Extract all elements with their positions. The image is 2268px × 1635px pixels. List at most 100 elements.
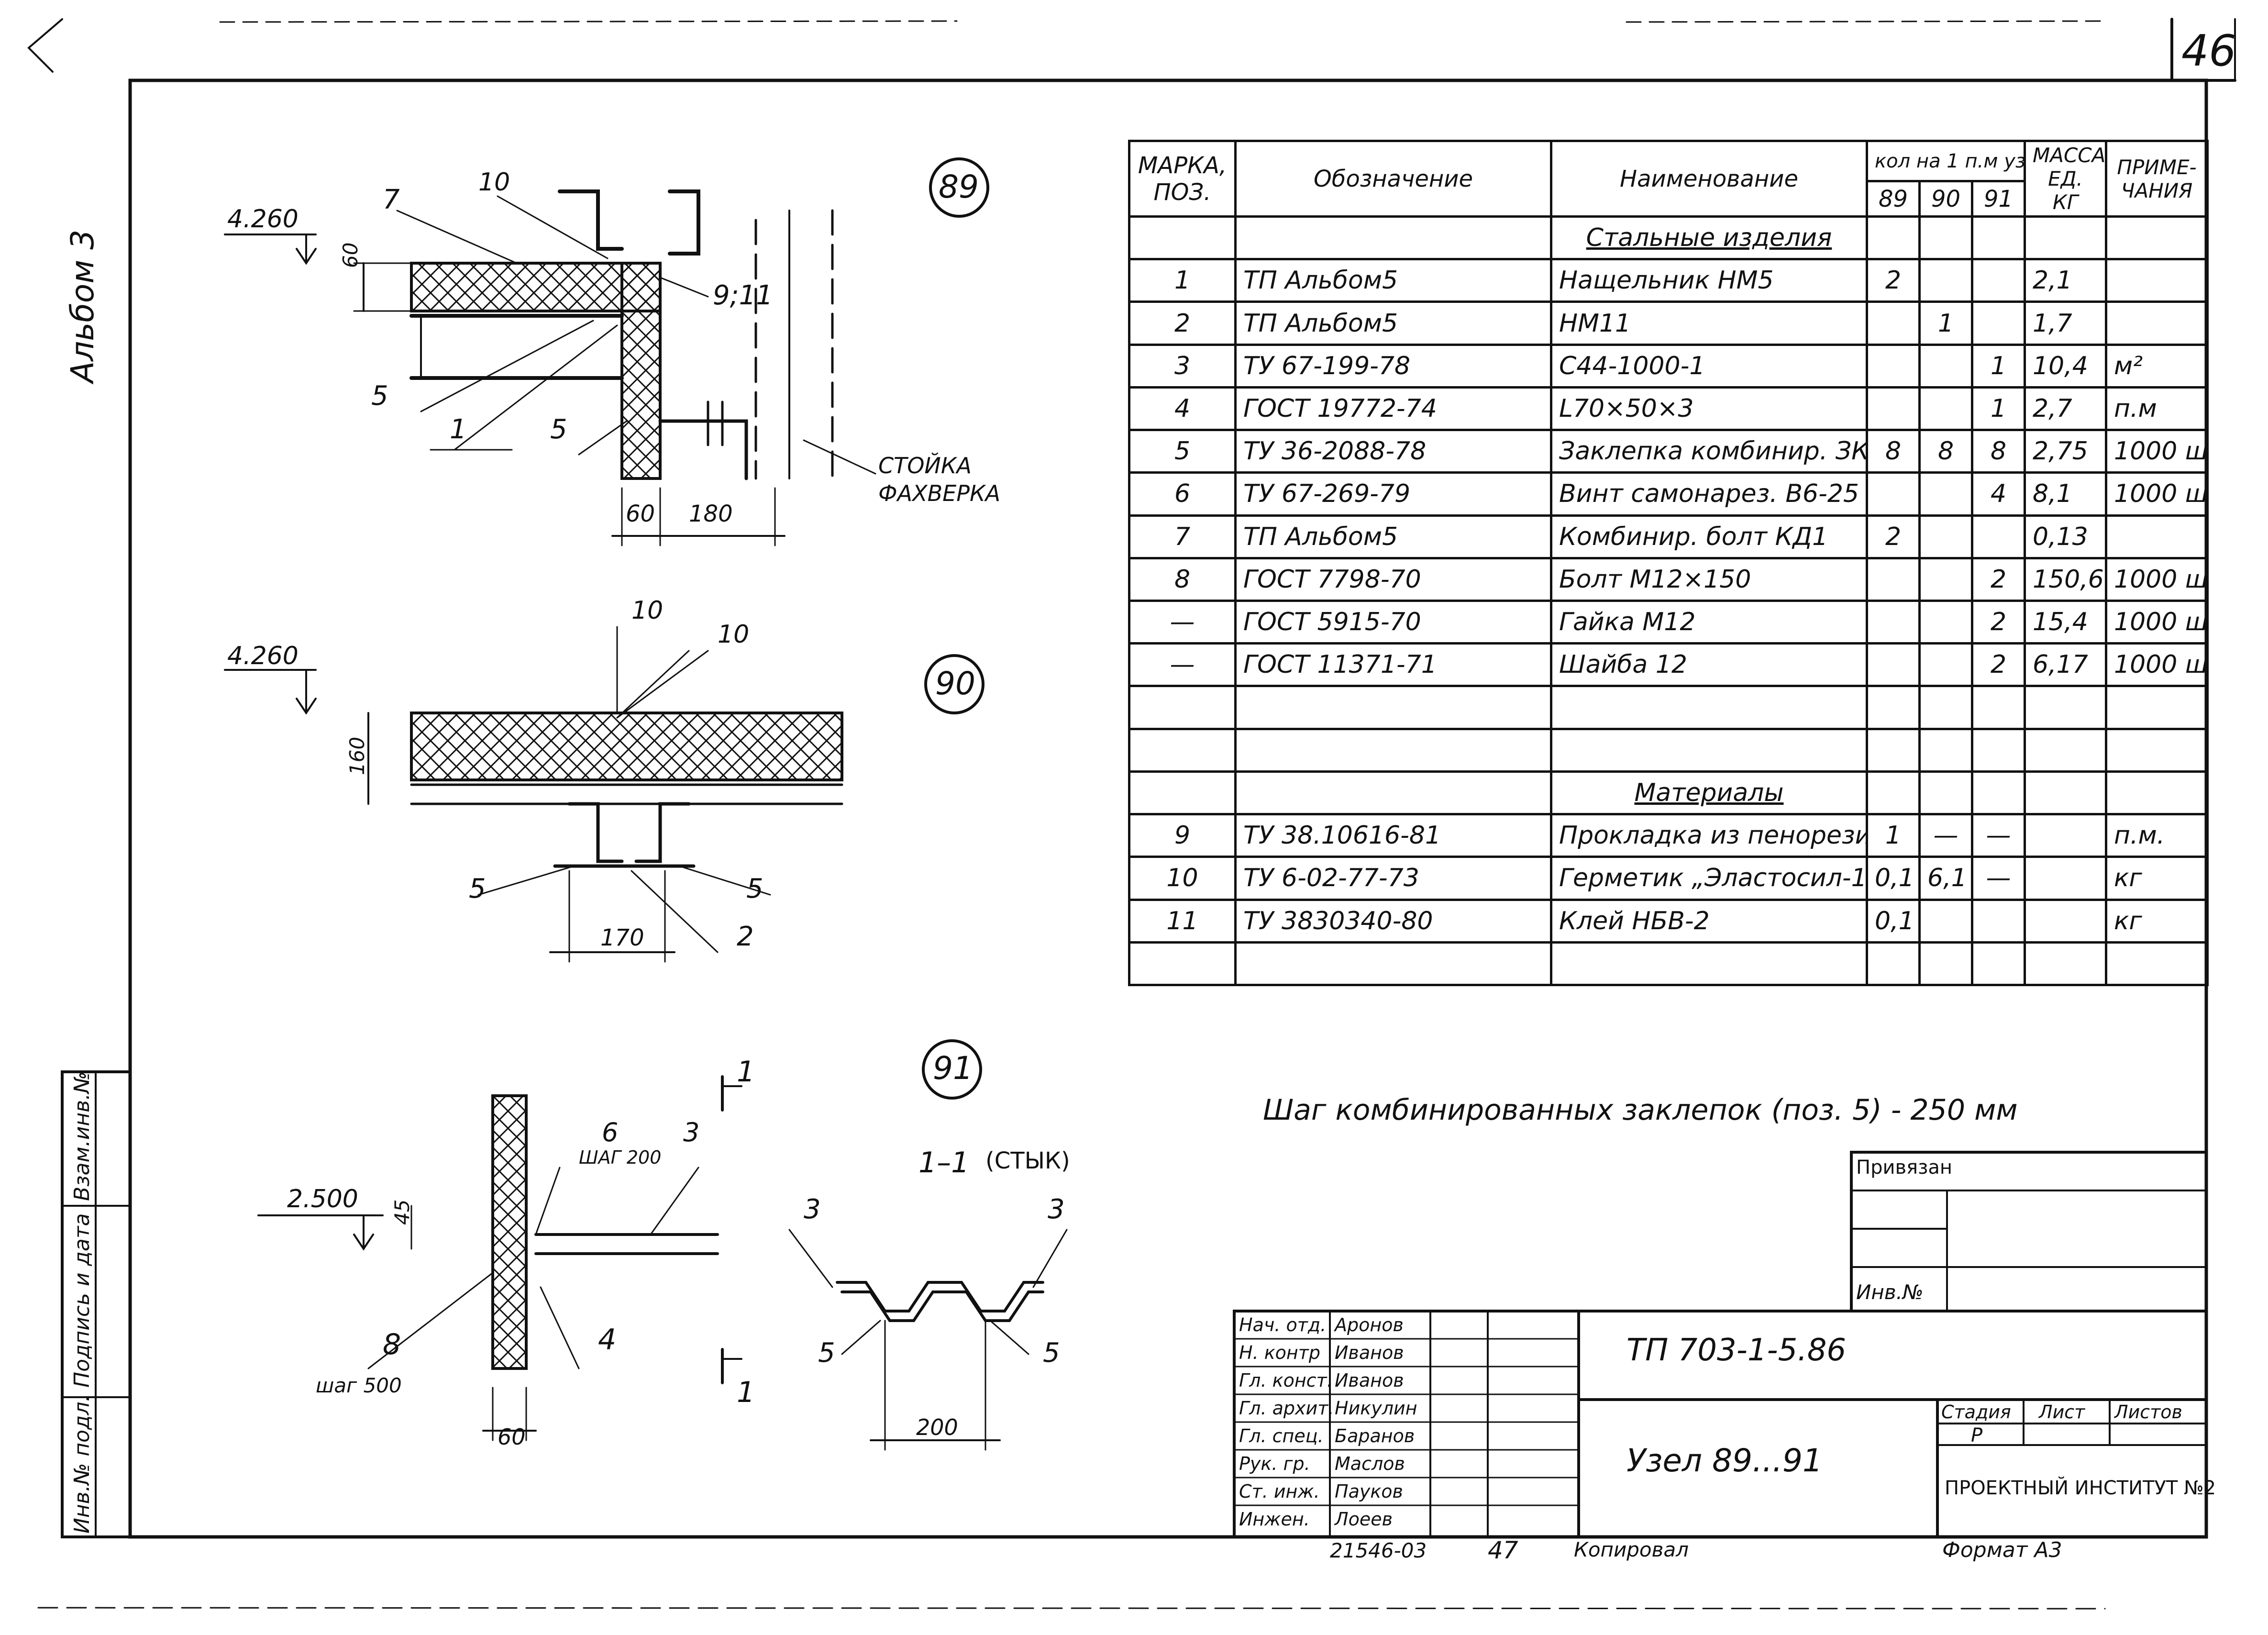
cell-q90 (1918, 898, 1973, 944)
cell-q89: 8 (1866, 429, 1921, 474)
cell-q89 (1866, 300, 1921, 346)
node-91-dim-45: 45 (390, 1199, 414, 1225)
cell-name: Герметик „Эластосил-11-06" (1550, 856, 1868, 901)
cell-designation: ТУ 3830340-80 (1234, 898, 1552, 944)
cell-q89 (1866, 685, 1921, 730)
cell-mark: 3 (1128, 343, 1237, 389)
cell-q90: 6,1 (1918, 856, 1973, 901)
spec-row (1128, 685, 2209, 730)
role-person: Иванов (1335, 1342, 1404, 1363)
cell-note (2105, 685, 2209, 730)
cell-q91 (1970, 941, 2026, 987)
cell-mass (2024, 685, 2108, 730)
cell-name (1550, 685, 1868, 730)
cell-designation (1234, 215, 1552, 261)
cell-q89 (1866, 556, 1921, 602)
node-91-callout-6: 6 (602, 1117, 619, 1147)
cell-name (1550, 727, 1868, 773)
cell-mass: 6,17 (2024, 642, 2108, 688)
header-mark: МАРКА, ПОЗ. (1128, 140, 1237, 218)
cell-name: Заклепка комбинир. ЗК-12 (1550, 429, 1868, 474)
rivet-step-note: Шаг комбинированных заклепок (поз. 5) - … (1263, 1093, 2018, 1127)
footer-sheet: 47 (1488, 1536, 1518, 1564)
node-89-callout-9-11: 9;11 (713, 280, 773, 311)
cell-q91 (1970, 770, 2026, 816)
cell-note: кг (2105, 898, 2209, 944)
node-91-elevation: 2.500 (287, 1185, 358, 1213)
node-90-callout-10b: 10 (718, 620, 750, 649)
header-designation: Обозначение (1234, 140, 1552, 218)
cell-q89 (1866, 471, 1921, 517)
cell-designation: ГОСТ 11371-71 (1234, 642, 1552, 688)
cell-designation: ГОСТ 19772-74 (1234, 386, 1552, 432)
cell-designation: ГОСТ 5915-70 (1234, 599, 1552, 645)
role-title: Нач. отд. (1239, 1314, 1327, 1335)
cell-designation (1234, 727, 1552, 773)
cell-q90 (1918, 556, 1973, 602)
node-89-callout-5b: 5 (550, 414, 567, 445)
cell-q89: 1 (1866, 813, 1921, 858)
cell-q89: 0,1 (1866, 856, 1921, 901)
node-91-cut-1-top: 1 (737, 1055, 755, 1089)
cell-designation: ТУ 6-02-77-73 (1234, 856, 1552, 901)
cell-mass (2024, 770, 2108, 816)
cell-q90 (1918, 642, 1973, 688)
cell-mass: 2,75 (2024, 429, 2108, 474)
cell-q91: 1 (1970, 343, 2026, 389)
cell-q89 (1866, 727, 1921, 773)
cell-mark: 11 (1128, 898, 1237, 944)
cell-q89 (1866, 215, 1921, 261)
cell-mass: 8,1 (2024, 471, 2108, 517)
cell-q89 (1866, 386, 1921, 432)
cell-mark: 6 (1128, 471, 1237, 517)
cell-note: 1000 шт. (2105, 429, 2209, 474)
cell-name: Нащельник НМ5 (1550, 258, 1868, 303)
cell-note (2105, 215, 2209, 261)
spec-row (1128, 727, 2209, 773)
role-person: Баранов (1335, 1425, 1415, 1446)
header-qty-91: 91 (1970, 180, 2026, 218)
cell-q89: 2 (1866, 258, 1921, 303)
node-91-marker: 91 (933, 1050, 973, 1087)
header-mass: МАССА ЕД. КГ (2024, 140, 2108, 218)
cell-note: п.м (2105, 386, 2209, 432)
cell-designation (1234, 770, 1552, 816)
node-89-callout-1: 1 (450, 414, 467, 445)
role-title: Гл. спец. (1239, 1425, 1324, 1446)
header-notes: ПРИМЕ-ЧАНИЯ (2105, 140, 2209, 218)
cell-designation: ТП Альбом5 (1234, 258, 1552, 303)
organization: ПРОЕКТНЫЙ ИНСТИТУТ №2 (1945, 1477, 2216, 1499)
cell-q90 (1918, 599, 1973, 645)
cell-q90 (1918, 770, 1973, 816)
album-label: Альбом 3 (64, 229, 101, 383)
cell-note (2105, 727, 2209, 773)
cell-q89: 0,1 (1866, 898, 1921, 944)
node-91-callout-4: 4 (598, 1323, 617, 1357)
cell-q90 (1918, 343, 1973, 389)
cell-q91 (1970, 258, 2026, 303)
cell-note: 1000 шт. (2105, 556, 2209, 602)
cell-mass: 10,4 (2024, 343, 2108, 389)
section-heading: Материалы (1550, 770, 1868, 816)
stamp-signature-date: Подпись и дата (70, 1213, 94, 1388)
section-callout-5b: 5 (1043, 1337, 1060, 1368)
role-title: Ст. инж. (1239, 1481, 1320, 1502)
cell-designation: ГОСТ 7798-70 (1234, 556, 1552, 602)
node-91-dim-60: 60 (498, 1424, 526, 1450)
cell-q91: 4 (1970, 471, 2026, 517)
stamp-inv-podl: Инв.№ подл. (70, 1395, 94, 1534)
node-89-callout-10: 10 (478, 168, 510, 197)
cell-note (2105, 258, 2209, 303)
node-89-callout-7: 7 (383, 184, 400, 215)
cell-name (1550, 941, 1868, 987)
node-90-callout-2: 2 (737, 921, 754, 952)
cell-q89 (1866, 770, 1921, 816)
spec-table: МАРКА, ПОЗ. Обозначение Наименование кол… (1128, 140, 2209, 987)
sheets-label: Листов (2114, 1401, 2182, 1423)
